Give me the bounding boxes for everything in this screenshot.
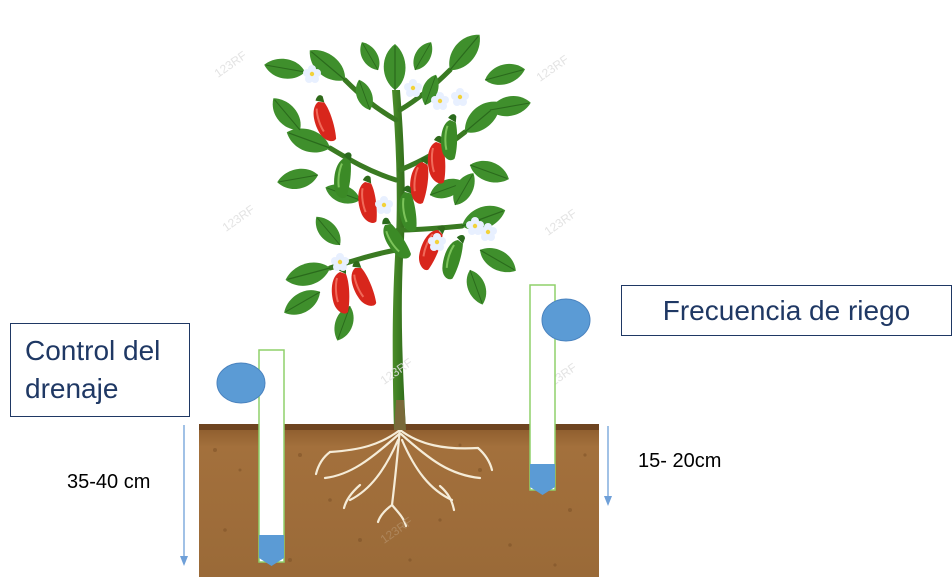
stem-base <box>394 400 406 430</box>
drainage-control-label: Control del drenaje <box>10 323 190 417</box>
depth-arrow-left <box>180 425 188 566</box>
depth-label-shallow: 15- 20cm <box>638 450 721 473</box>
depth-label-deep: 35-40 cm <box>67 471 150 494</box>
drainage-label-line2: drenaje <box>25 370 189 408</box>
depth-arrow-right <box>604 426 612 506</box>
drainage-label-line1: Control del <box>25 332 189 370</box>
water-drop-left <box>217 363 265 403</box>
irrigation-frequency-label: Frecuencia de riego <box>621 285 952 336</box>
irrigation-label-text: Frecuencia de riego <box>663 295 910 326</box>
water-drop-right <box>542 299 590 341</box>
